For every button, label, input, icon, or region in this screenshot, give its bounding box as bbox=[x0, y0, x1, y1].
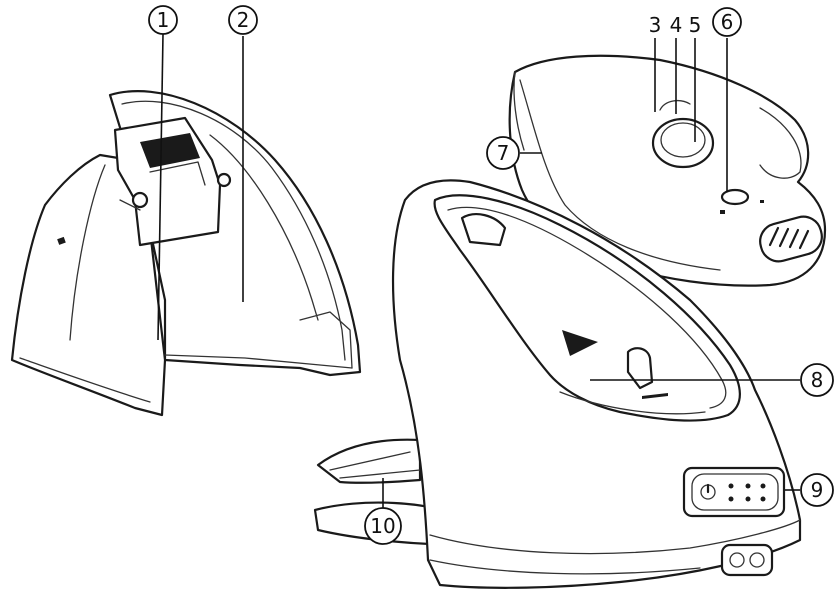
callout-1: 1 bbox=[148, 5, 178, 35]
callout-2: 2 bbox=[228, 5, 258, 35]
callout-9-label: 9 bbox=[811, 478, 824, 502]
callout-5-label: 5 bbox=[689, 13, 702, 37]
callout-9: 9 bbox=[800, 473, 834, 507]
callout-3-label: 3 bbox=[649, 13, 662, 37]
base-unit bbox=[313, 179, 802, 589]
callout-7: 7 bbox=[486, 136, 520, 170]
callout-10: 10 bbox=[364, 507, 402, 545]
callout-4: 4 bbox=[670, 13, 683, 37]
callout-10-label: 10 bbox=[370, 514, 395, 538]
callout-6-label: 6 bbox=[721, 10, 734, 34]
callout-4-label: 4 bbox=[670, 13, 683, 37]
leader-lines bbox=[157, 33, 800, 510]
callout-1-label: 1 bbox=[157, 8, 170, 32]
callout-3: 3 bbox=[649, 13, 662, 37]
callout-8-label: 8 bbox=[811, 368, 824, 392]
lid-part bbox=[508, 54, 827, 287]
callout-5: 5 bbox=[689, 13, 702, 37]
callout-2-label: 2 bbox=[237, 8, 250, 32]
leader-1 bbox=[157, 33, 164, 341]
callout-8: 8 bbox=[800, 363, 834, 397]
callout-7-label: 7 bbox=[497, 141, 510, 165]
left-cover-part bbox=[10, 90, 362, 417]
callout-6: 6 bbox=[712, 7, 742, 37]
